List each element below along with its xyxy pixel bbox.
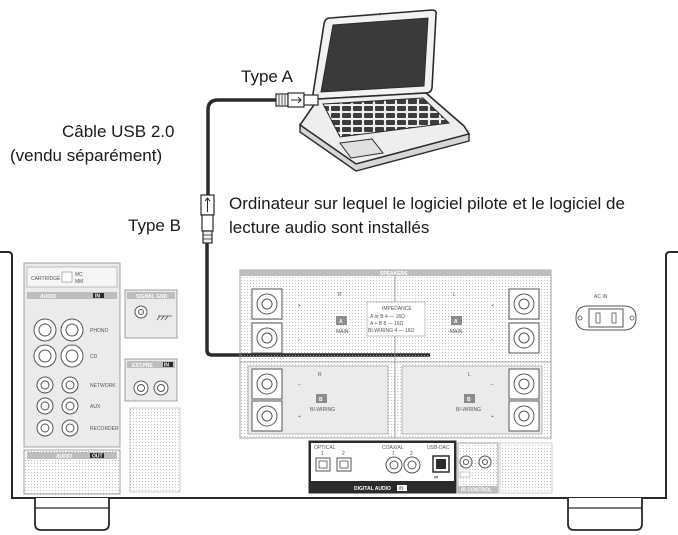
svg-text:+: +: [298, 414, 301, 420]
signal-gnd-label: SIGNAL GND: [136, 294, 168, 300]
speaker-a-left-badge: A: [339, 319, 343, 325]
speaker-b-right-badge: B: [467, 397, 471, 403]
speaker-terminal: [251, 368, 283, 400]
audio-out-header: AUDIO: [56, 454, 72, 460]
speaker-b-left-badge: B: [319, 397, 323, 403]
channel-l-a: L: [453, 292, 456, 298]
svg-text:−: −: [491, 382, 494, 388]
usb-type-b-plug: [200, 194, 215, 244]
cartridge-label: CARTRIDGE: [31, 276, 61, 282]
speaker-terminal: [508, 322, 540, 354]
channel-r-a: R: [338, 292, 342, 298]
audio-out-badge: OUT: [92, 454, 103, 460]
impedance-bi-wiring: BI-WIRING 4 — 16Ω: [368, 328, 415, 334]
network-label: NETWORK: [90, 383, 116, 389]
speakers-header: SPEAKERS: [380, 271, 408, 277]
audio-out-section: AUDIO OUT: [23, 449, 121, 495]
audio-in-badge: IN: [95, 294, 100, 300]
svg-text:+: +: [491, 414, 494, 420]
cd-label: CD: [90, 354, 98, 360]
cartridge-mm-label: MM: [75, 279, 83, 285]
ac-in-socket: AC IN: [575, 294, 637, 331]
digital-audio-section: OPTICAL COAXIAL USB-DAC 1 2 1 2 ⇄ DIGITA…: [308, 440, 457, 494]
recorder-label: RECORDER: [90, 426, 119, 432]
main-label-right: MAIN: [450, 329, 463, 335]
analog-input-section: CARTRIDGE MC MM AUDIO IN PHONO CD NETWOR…: [23, 262, 121, 448]
ir-control-label: IR CONTROL: [461, 488, 492, 494]
digital-audio-label: DIGITAL AUDIO: [354, 486, 391, 492]
computer-caption-line1: Ordinateur sur lequel le logiciel pilote…: [229, 194, 625, 213]
cartridge-mc-label: MC: [75, 272, 83, 278]
coaxial-1-label: 1: [392, 451, 395, 457]
laptop-icon: [298, 9, 471, 172]
main-label-left: MAIN: [336, 329, 349, 335]
optical-label: OPTICAL: [314, 445, 336, 451]
speaker-terminal: [251, 400, 283, 432]
cartridge-switch: [61, 271, 73, 283]
usb-symbol-icon: ⇄: [434, 475, 438, 481]
type-b-label: Type B: [128, 216, 181, 235]
optical-2-label: 2: [342, 451, 345, 457]
digital-audio-badge: IN: [399, 486, 404, 492]
speaker-terminal: [251, 288, 283, 320]
signal-gnd-section: SIGNAL GND: [124, 289, 178, 339]
channel-l-b: L: [468, 372, 471, 378]
vent-grille: [129, 407, 181, 493]
usb-cable-label: Câble USB 2.0: [62, 122, 175, 141]
ir-control-section: IR CONTROL: [457, 442, 499, 494]
ext-pre-section: EXT.PRE IN: [124, 358, 178, 402]
bi-wiring-label-left: BI-WIRING: [310, 407, 335, 413]
usb-cable: [205, 98, 430, 357]
phono-label: PHONO: [90, 328, 108, 334]
impedance-a-or-b: A or B 4 — 16Ω: [370, 314, 405, 320]
svg-text:−: −: [491, 337, 494, 343]
computer-caption-line2: lecture audio sont installés: [229, 218, 430, 237]
svg-text:−: −: [298, 382, 301, 388]
usb-cable-note: (vendu séparément): [10, 146, 163, 165]
type-a-label: Type A: [241, 67, 293, 86]
coaxial-2-label: 2: [410, 451, 413, 457]
ac-in-label: AC IN: [594, 294, 608, 300]
speaker-terminal: [508, 368, 540, 400]
svg-text:+: +: [491, 303, 494, 309]
speaker-terminal: [251, 322, 283, 354]
speaker-terminal: [508, 400, 540, 432]
vent-grille: [499, 442, 553, 494]
amplifier-rear-panel: [0, 251, 678, 531]
ext-pre-label: EXT.PRE: [132, 363, 154, 369]
usb-dac-label: USB-DAC: [427, 445, 450, 451]
svg-text:−: −: [298, 337, 301, 343]
ext-pre-badge: IN: [164, 363, 169, 369]
impedance-title: IMPEDANCE: [382, 306, 412, 312]
audio-in-header: AUDIO: [40, 294, 56, 300]
impedance-a-plus-b: A + B 8 — 16Ω: [370, 321, 404, 327]
aux-label: AUX: [90, 404, 101, 410]
coaxial-label: COAXIAL: [382, 445, 404, 451]
channel-r-b: R: [318, 372, 322, 378]
svg-text:+: +: [298, 303, 301, 309]
speaker-terminal: [508, 288, 540, 320]
speakers-section: SPEAKERS IMPEDANCE A or B 4 — 16Ω A + B …: [239, 269, 552, 439]
usb-type-a-plug: [275, 92, 319, 108]
speaker-a-right-badge: A: [454, 319, 458, 325]
bi-wiring-label-right: BI-WIRING: [456, 407, 481, 413]
optical-1-label: 1: [321, 451, 324, 457]
